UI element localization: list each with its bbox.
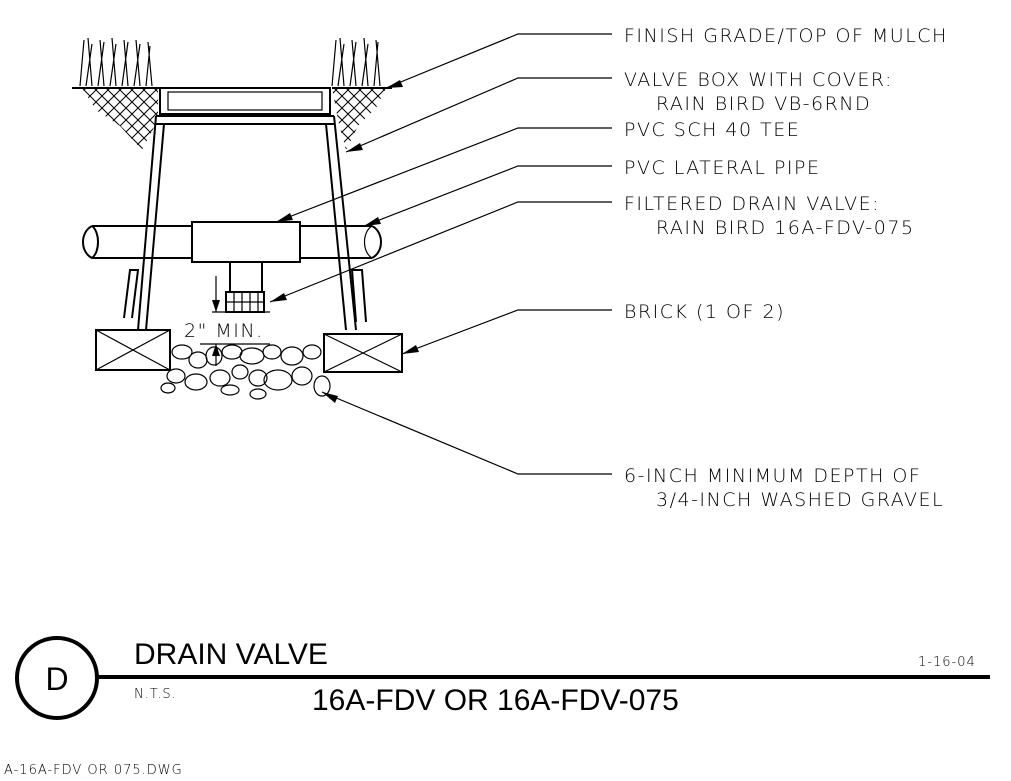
callout-valve-box-line1: VALVE BOX WITH COVER:: [624, 69, 893, 91]
detail-title: DRAIN VALVE: [134, 638, 328, 671]
lateral-pipe: [82, 225, 382, 260]
callout-labels: FINISH GRADE/TOP OF MULCH VALVE BOX WITH…: [624, 25, 948, 511]
title-block: D DRAIN VALVE N.T.S. 16A-FDV OR 16A-FDV-…: [4, 636, 990, 778]
leader-lines: [269, 33, 612, 475]
callout-gravel-line1: 6-INCH MINIMUM DEPTH OF: [624, 465, 921, 487]
brick-left: [95, 269, 171, 371]
detail-subtitle: 16A-FDV OR 16A-FDV-075: [312, 684, 679, 717]
callout-gravel-line2: 3/4-INCH WASHED GRAVEL: [656, 489, 944, 511]
callout-brick: BRICK (1 OF 2): [624, 301, 785, 323]
washed-gravel: [160, 344, 331, 400]
filtered-drain-valve: [225, 291, 265, 313]
soil-right: [332, 87, 392, 150]
brick-right: [323, 269, 403, 373]
drawing-date: 1-16-04: [918, 655, 976, 670]
callout-drain-valve-line1: FILTERED DRAIN VALVE:: [624, 193, 880, 215]
pvc-tee: [191, 221, 301, 293]
valve-box: [137, 87, 357, 331]
grass-left: [79, 37, 153, 87]
soil-left: [72, 87, 160, 150]
callout-finish-grade: FINISH GRADE/TOP OF MULCH: [624, 25, 948, 47]
scale-note: N.T.S.: [134, 687, 177, 702]
callout-valve-box-line2: RAIN BIRD VB-6RND: [656, 93, 871, 115]
callout-tee: PVC SCH 40 TEE: [624, 119, 800, 141]
clearance-label: 2" MIN.: [184, 320, 264, 342]
drawing-filename: A-16A-FDV OR 075.DWG: [4, 763, 183, 778]
callout-lateral-pipe: PVC LATERAL PIPE: [624, 157, 821, 179]
callout-drain-valve-line2: RAIN BIRD 16A-FDV-075: [656, 217, 915, 239]
detail-symbol-letter: D: [45, 661, 68, 697]
grass-right: [331, 37, 381, 87]
